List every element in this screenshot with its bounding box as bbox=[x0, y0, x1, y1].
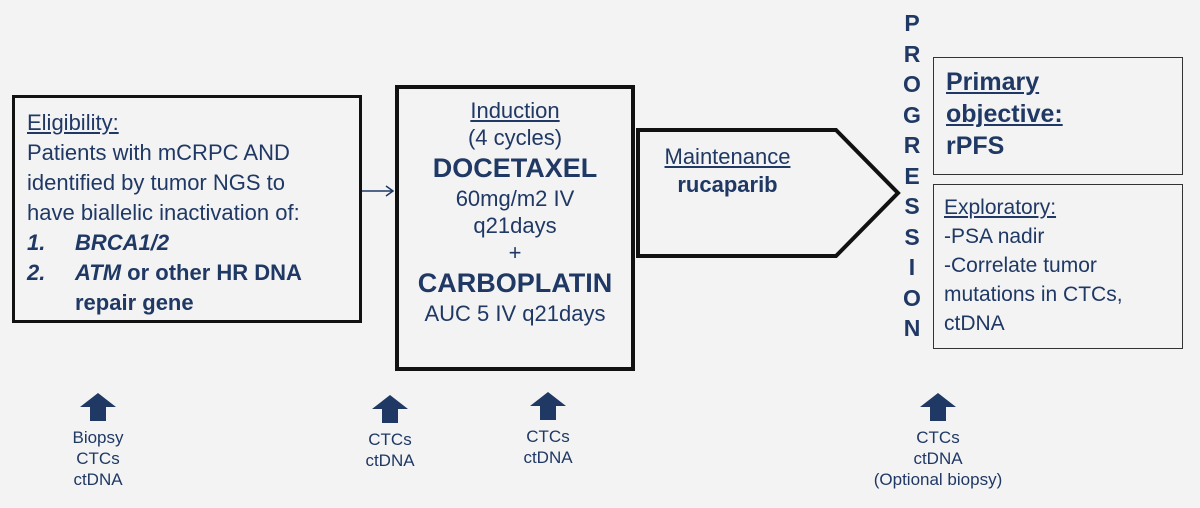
up-arrow-icon bbox=[530, 392, 566, 420]
drug-carboplatin: CARBOPLATIN bbox=[417, 268, 613, 298]
induction-heading: Induction bbox=[470, 98, 560, 123]
eligibility-item-2: 2. ATM or other HR DNA bbox=[27, 258, 347, 288]
item-number: 1. bbox=[27, 230, 46, 255]
progression-letter: G bbox=[903, 101, 921, 128]
exploratory-line: -PSA nadir bbox=[944, 225, 1045, 248]
marker-line: CTCs bbox=[368, 430, 412, 449]
sample-marker-baseline: Biopsy CTCs ctDNA bbox=[38, 393, 158, 490]
marker-line: ctDNA bbox=[913, 449, 963, 468]
item-gene: BRCA1/2 bbox=[75, 230, 170, 255]
primary-objective-box: Primary objective: rPFS bbox=[933, 57, 1183, 175]
plus-sign: + bbox=[508, 240, 522, 265]
eligibility-item-2-continuation: repair gene bbox=[27, 288, 347, 318]
up-arrow-icon bbox=[920, 393, 956, 421]
exploratory-line: -Correlate tumor bbox=[944, 254, 1097, 277]
marker-line: ctDNA bbox=[523, 448, 573, 467]
eligibility-line: have biallelic inactivation of: bbox=[27, 200, 300, 225]
marker-line: CTCs bbox=[76, 449, 120, 468]
progression-letter: S bbox=[904, 223, 920, 250]
progression-vertical-label: P R O G R E S S I O N bbox=[895, 8, 929, 344]
flow-arrow-eligibility-induction bbox=[362, 185, 395, 197]
drug-docetaxel: DOCETAXEL bbox=[432, 153, 598, 183]
up-arrow-icon bbox=[372, 395, 408, 423]
progression-letter: P bbox=[904, 10, 920, 36]
primary-endpoint: rPFS bbox=[946, 132, 1005, 160]
marker-line: ctDNA bbox=[365, 451, 415, 470]
maintenance-label: Maintenance rucaparib bbox=[650, 143, 805, 199]
induction-cycles: (4 cycles) bbox=[467, 125, 563, 150]
progression-letter: O bbox=[903, 284, 921, 311]
item-rest: or other HR DNA bbox=[121, 260, 302, 285]
exploratory-box: Exploratory: -PSA nadir -Correlate tumor… bbox=[933, 184, 1183, 349]
sample-marker-induction-start: CTCs ctDNA bbox=[330, 395, 450, 471]
marker-line: CTCs bbox=[526, 427, 570, 446]
progression-letter: N bbox=[903, 315, 921, 341]
progression-letter: I bbox=[908, 254, 916, 280]
carboplatin-dose: AUC 5 IV q21days bbox=[424, 301, 606, 326]
eligibility-heading: Eligibility: bbox=[27, 110, 119, 135]
induction-box: Induction (4 cycles) DOCETAXEL 60mg/m2 I… bbox=[395, 85, 635, 371]
progression-letter: R bbox=[903, 40, 921, 67]
eligibility-line: identified by tumor NGS to bbox=[27, 170, 286, 195]
up-arrow-icon bbox=[80, 393, 116, 421]
sample-marker-induction-end: CTCs ctDNA bbox=[488, 392, 608, 468]
sample-marker-progression: CTCs ctDNA (Optional biopsy) bbox=[858, 393, 1018, 490]
maintenance-drug: rucaparib bbox=[677, 172, 778, 197]
eligibility-item-1: 1. BRCA1/2 bbox=[27, 228, 347, 258]
item-number: 2. bbox=[27, 260, 46, 285]
progression-letter: S bbox=[904, 193, 920, 219]
marker-line: CTCs bbox=[916, 428, 960, 447]
docetaxel-dose: 60mg/m2 IV bbox=[455, 186, 575, 211]
item-gene: ATM bbox=[75, 260, 122, 285]
progression-letter: O bbox=[903, 71, 921, 97]
docetaxel-schedule: q21days bbox=[473, 213, 557, 238]
primary-line-1: Primary bbox=[946, 68, 1040, 96]
exploratory-line: ctDNA bbox=[944, 312, 1005, 335]
eligibility-line: Patients with mCRPC AND bbox=[27, 140, 290, 165]
maintenance-arrow-shape bbox=[636, 128, 901, 258]
progression-letter: E bbox=[904, 162, 920, 189]
maintenance-heading: Maintenance bbox=[664, 144, 791, 169]
marker-line: Biopsy bbox=[72, 428, 124, 447]
exploratory-line: mutations in CTCs, bbox=[944, 283, 1123, 306]
marker-line: (Optional biopsy) bbox=[873, 470, 1003, 489]
eligibility-box: Eligibility: Patients with mCRPC AND ide… bbox=[12, 95, 362, 323]
exploratory-heading: Exploratory: bbox=[944, 196, 1057, 219]
primary-line-2: objective: bbox=[946, 100, 1063, 128]
marker-line: ctDNA bbox=[73, 470, 123, 489]
progression-letter: R bbox=[903, 132, 921, 158]
item-continuation: repair gene bbox=[75, 290, 194, 315]
